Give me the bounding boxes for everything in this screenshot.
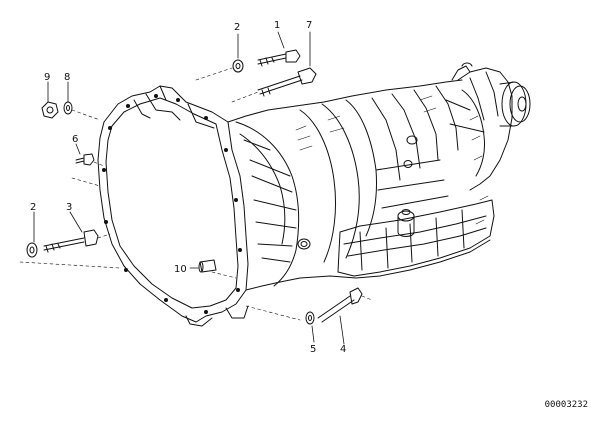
leader-lines — [33, 31, 345, 345]
callout-6: 6 — [72, 134, 78, 145]
extension-housing-inner — [461, 89, 485, 177]
bell-housing-feet — [185, 305, 249, 327]
oil-pan-flange — [343, 215, 487, 257]
extension-housing — [457, 67, 513, 191]
bolt-part-4 — [317, 287, 363, 323]
main-body-ring-1 — [299, 109, 336, 263]
oil-pan-ribs — [359, 209, 465, 271]
bell-housing-inner-lip — [105, 97, 239, 309]
washer-part-2-left — [26, 242, 38, 258]
callout-7: 7 — [306, 20, 312, 31]
washer-part-5 — [305, 311, 315, 325]
callout-3: 3 — [66, 202, 72, 213]
callout-2-left: 2 — [30, 202, 36, 213]
case-shell-top — [227, 79, 463, 123]
main-body-ring-3 — [345, 99, 377, 237]
callout-1: 1 — [274, 20, 280, 31]
dashed-alignment-lines — [19, 67, 373, 321]
transmission-case — [97, 62, 531, 327]
bolt-part-1 — [257, 49, 301, 67]
case-shading — [295, 95, 489, 225]
callout-2-top: 2 — [234, 22, 240, 33]
callout-10: 10 — [174, 264, 187, 275]
bell-housing-top-ribs — [133, 85, 215, 129]
bell-ribs — [243, 139, 297, 263]
callout-8: 8 — [64, 72, 70, 83]
callout-labels: 2 1 7 9 8 6 2 3 10 5 4 — [30, 20, 346, 355]
nut-part-9 — [41, 101, 59, 119]
washer-part-2-top — [232, 59, 244, 73]
extension-housing-ribs — [445, 71, 499, 133]
case-shell-side — [245, 239, 491, 291]
bell-outer-curve — [235, 121, 300, 287]
callout-9: 9 — [44, 72, 50, 83]
main-body-ring-2 — [321, 103, 360, 259]
bell-housing-flange — [97, 85, 249, 323]
case-boss — [397, 209, 415, 237]
bolt-part-6 — [75, 153, 95, 166]
output-flange — [499, 81, 531, 127]
callout-5: 5 — [310, 344, 316, 355]
bolt-part-7 — [257, 67, 317, 97]
body-bosses — [297, 135, 418, 250]
extension-mount — [451, 62, 473, 81]
bolt-part-3 — [43, 229, 99, 253]
callout-4: 4 — [340, 344, 346, 355]
flange-bolt-holes — [102, 94, 242, 314]
washer-part-8 — [63, 101, 73, 115]
main-body-panels — [371, 85, 459, 209]
dowel-pin-part-10 — [198, 259, 217, 273]
document-number: 00003232 — [544, 400, 588, 410]
